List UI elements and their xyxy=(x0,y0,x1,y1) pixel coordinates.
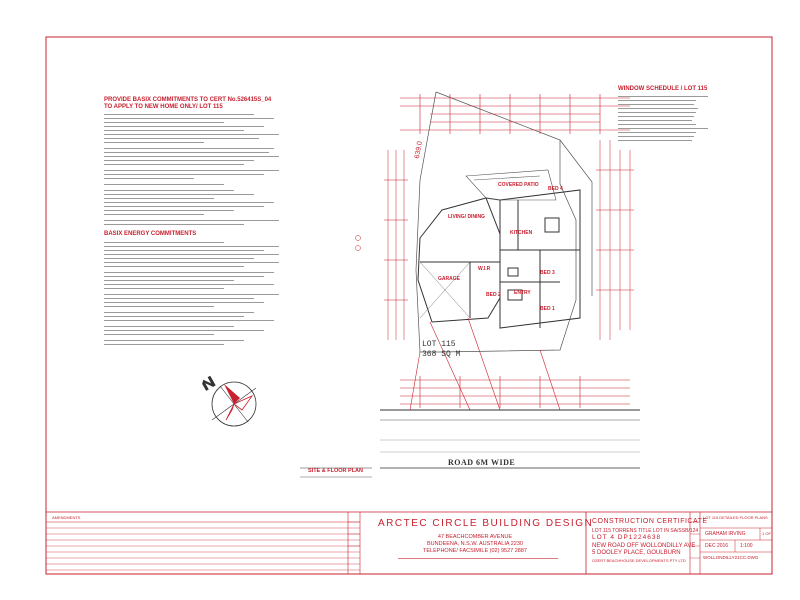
room-bed-4: BED 4 xyxy=(548,186,563,192)
room-bed-3: BED 3 xyxy=(540,270,555,276)
firm-address-line4 xyxy=(398,558,558,559)
room-bed-1: BED 1 xyxy=(540,306,555,312)
cert-line3: NEW ROAD OFF WOLLONDILLY AVE xyxy=(592,543,696,549)
room-covered-patio: COVERED PATIO xyxy=(498,182,539,188)
lot-number: LOT 115 xyxy=(422,340,456,349)
patio-outline xyxy=(465,169,557,201)
room-entry: ENTRY xyxy=(514,290,531,296)
driveway xyxy=(429,317,501,411)
room-wir: W.I.R xyxy=(478,266,491,272)
sheet-title: LOT 115 DETAILED FLOOR PLANS xyxy=(703,515,768,520)
drawing-scale: 1:100 xyxy=(740,543,753,549)
drawing-number: WOLLONDILLY21CC.DWG xyxy=(703,555,759,560)
basix-energy-heading: BASIX ENERGY COMMITMENTS xyxy=(104,231,197,237)
road-label: ROAD 6M WIDE xyxy=(448,458,516,467)
drawn-by: GRAHAM IRVING xyxy=(705,531,746,537)
house-walls xyxy=(417,189,581,329)
cert-title: CONSTRUCTION CERTIFICATE xyxy=(592,518,708,525)
amendments-label: AMENDMENTS xyxy=(52,515,81,520)
cert-line2: LOT 4 DP1224638 xyxy=(592,534,662,541)
lot-area: 368 SQ M xyxy=(422,350,461,359)
firm-address-line1: 47 BEACHCOMBER AVENUE xyxy=(437,534,513,540)
cert-line4: 5 DOOLEY PLACE, GOULBURN xyxy=(592,550,681,556)
sheet-border xyxy=(45,36,773,575)
sheet-number: 1 OF xyxy=(762,531,771,536)
lot-boundary xyxy=(415,91,593,353)
basix-heading-line2: TO APPLY TO NEW HOME ONLY/ LOT 115 xyxy=(104,104,223,110)
dimension-lines xyxy=(355,94,634,408)
window-schedule-title: WINDOW SCHEDULE / LOT 115 xyxy=(618,86,708,92)
basix-heading-line1: PROVIDE BASIX COMMITMENTS TO CERT No.526… xyxy=(104,97,272,103)
firm-address-line2: BUNDEENA, N.S.W. AUSTRALIA 2230 xyxy=(427,541,523,547)
north-point-icon xyxy=(202,375,257,427)
garage-roof xyxy=(419,261,471,319)
room-bed-2: BED 2 xyxy=(486,292,501,298)
room-living-dining: LIVING/ DINING xyxy=(448,214,485,220)
cert-line5: OZERT BEACHHOUSE DEVELOPMENTS PTY LTD xyxy=(592,558,686,563)
drawing-date: DEC 2016 xyxy=(705,543,729,549)
cert-line1: LOT 115 TORRENS TITLE LOT IN SA/SSB/124 xyxy=(592,528,699,534)
firm-name: ARCTEC CIRCLE BUILDING DESIGN xyxy=(378,518,594,529)
room-garage: GARAGE xyxy=(438,276,460,282)
firm-address-line3: TELEPHONE/ FACSIMILE (02) 9527 2887 xyxy=(423,548,527,554)
site-floor-plan-title: SITE & FLOOR PLAN xyxy=(308,468,363,474)
room-kitchen: KITCHEN xyxy=(510,230,533,236)
